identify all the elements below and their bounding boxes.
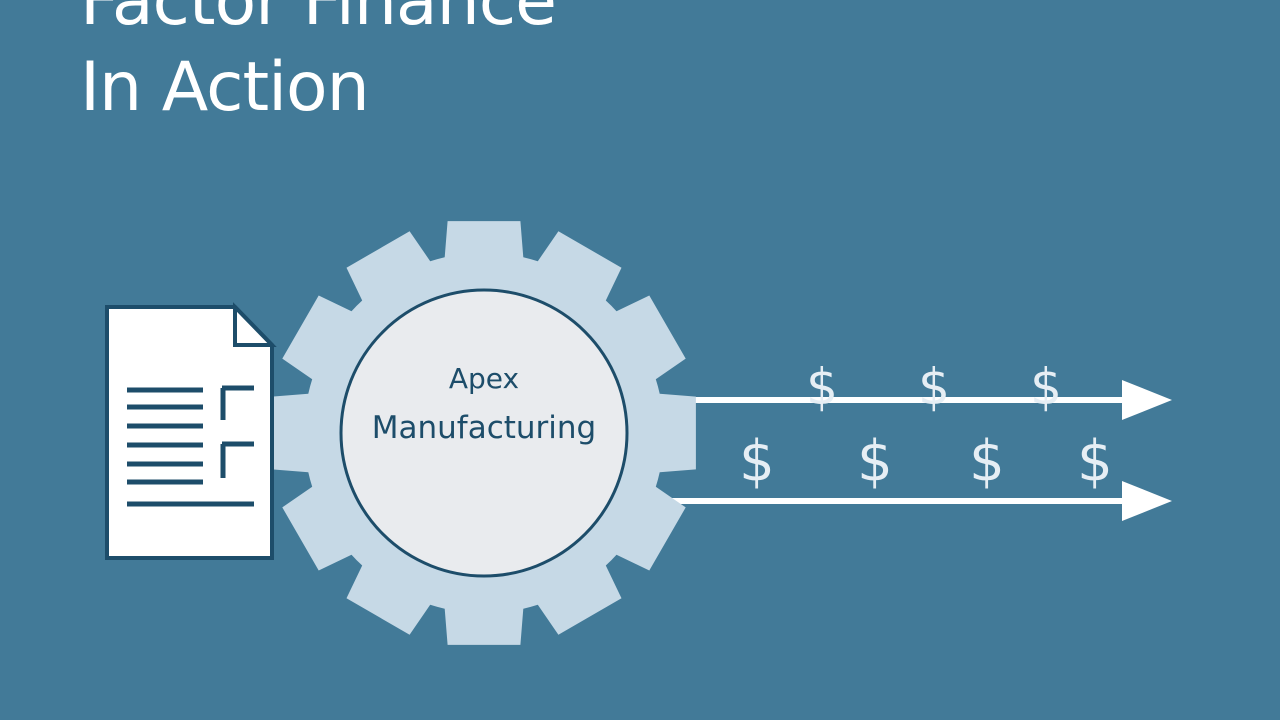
gear-icon: [272, 221, 696, 645]
dollar-icon: $: [857, 429, 893, 494]
gear-hub: [339, 288, 629, 578]
invoice-document-icon: [105, 302, 277, 560]
title-line-2: In Action: [80, 48, 370, 127]
dollar-icon: $: [969, 429, 1005, 494]
dollar-icon: $: [806, 358, 838, 416]
company-label-line-1: Apex: [449, 362, 519, 395]
dollar-icon: $: [739, 429, 775, 494]
title-line-1: Factor Finance: [80, 0, 557, 41]
dollar-icon: $: [1030, 358, 1062, 416]
company-label-line-2: Manufacturing: [372, 410, 596, 446]
dollar-icon: $: [918, 358, 950, 416]
dollar-icon: $: [1077, 429, 1113, 494]
arrow-right-icon: [655, 481, 1172, 521]
arrow-right-icon: [655, 380, 1172, 420]
